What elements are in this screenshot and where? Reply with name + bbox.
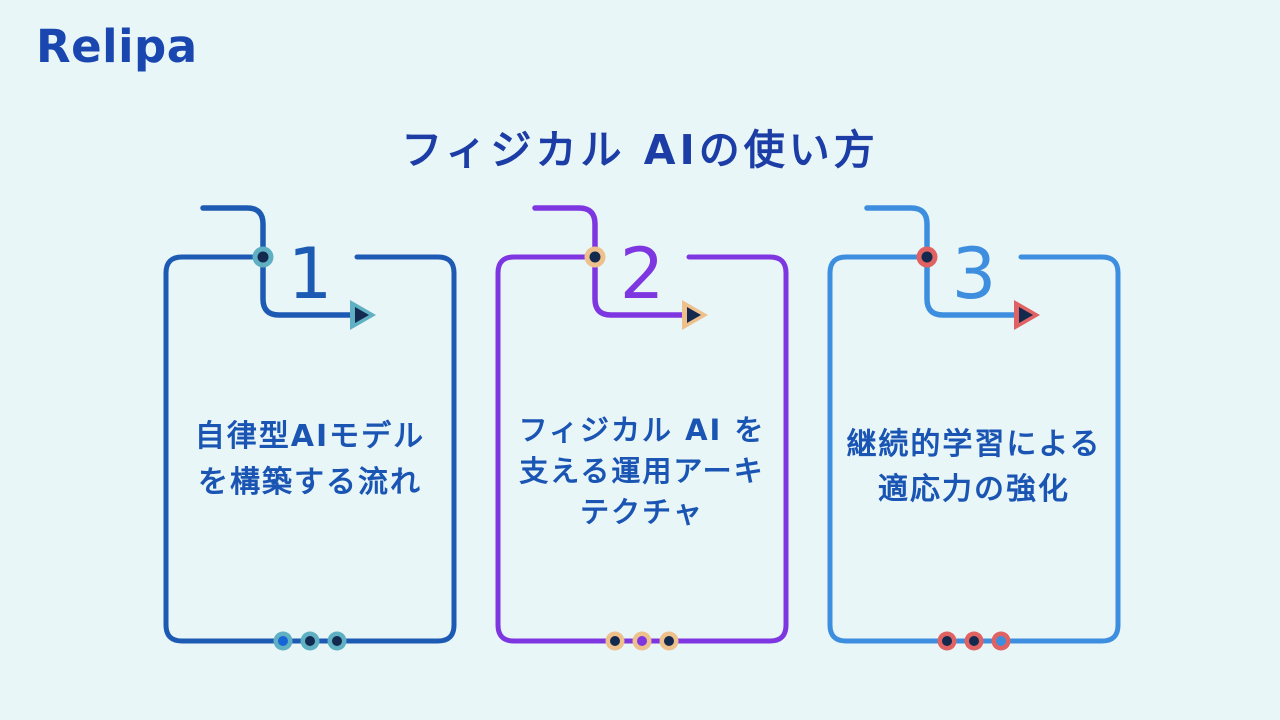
bottom-dots <box>273 631 347 651</box>
node-marker-core <box>921 251 933 263</box>
step-card-2-graphic: 2 <box>495 205 789 651</box>
bottom-dot-core <box>969 636 979 646</box>
page-title: フィジカル AIの使い方 <box>401 126 879 174</box>
step-card-3: 3 継続的学習による 適応力の強化 <box>824 200 1124 660</box>
step-card-2-text: フィジカル AI を 支える運用アーキ テクチャ <box>492 410 792 533</box>
arrow-icon-core <box>355 307 369 323</box>
step-card-2: 2 フィジカル AI を 支える運用アーキ テクチャ <box>492 200 792 660</box>
node-marker-core <box>589 251 601 263</box>
bottom-dot-core <box>664 636 674 646</box>
bottom-dot-core <box>942 636 952 646</box>
card-text-line: テクチャ <box>580 495 704 529</box>
card-text-line: 継続的学習による <box>846 427 1102 462</box>
card-text-line: 自律型AIモデル <box>194 419 426 454</box>
step-card-3-text: 継続的学習による 適応力の強化 <box>824 422 1124 512</box>
step-card-1-text: 自律型AIモデル を構築する流れ <box>160 414 460 506</box>
bottom-dot-core <box>637 636 647 646</box>
bottom-dots <box>605 631 679 651</box>
relipa-logo: Relipa <box>36 20 198 73</box>
arrow-icon-core <box>1019 307 1033 323</box>
card-text-line: 支える運用アーキ <box>519 454 765 488</box>
card-text-line: フィジカル AI を <box>518 413 766 447</box>
step-number: 3 <box>952 233 997 315</box>
node-marker-core <box>257 251 269 263</box>
bottom-dot-core <box>278 636 288 646</box>
step-card-1-graphic: 1 <box>163 205 457 651</box>
step-number: 1 <box>288 233 333 315</box>
card-text-line: を構築する流れ <box>198 465 422 500</box>
bottom-dot-core <box>305 636 315 646</box>
bottom-dot-core <box>996 636 1006 646</box>
bottom-dots <box>937 631 1011 651</box>
card-text-line: 適応力の強化 <box>878 472 1070 507</box>
step-card-1: 1 自律型AIモデル を構築する流れ <box>160 200 460 660</box>
arrow-icon-core <box>687 307 701 323</box>
bottom-dot-core <box>332 636 342 646</box>
step-number: 2 <box>620 233 665 315</box>
bottom-dot-core <box>610 636 620 646</box>
step-card-3-graphic: 3 <box>827 205 1121 651</box>
